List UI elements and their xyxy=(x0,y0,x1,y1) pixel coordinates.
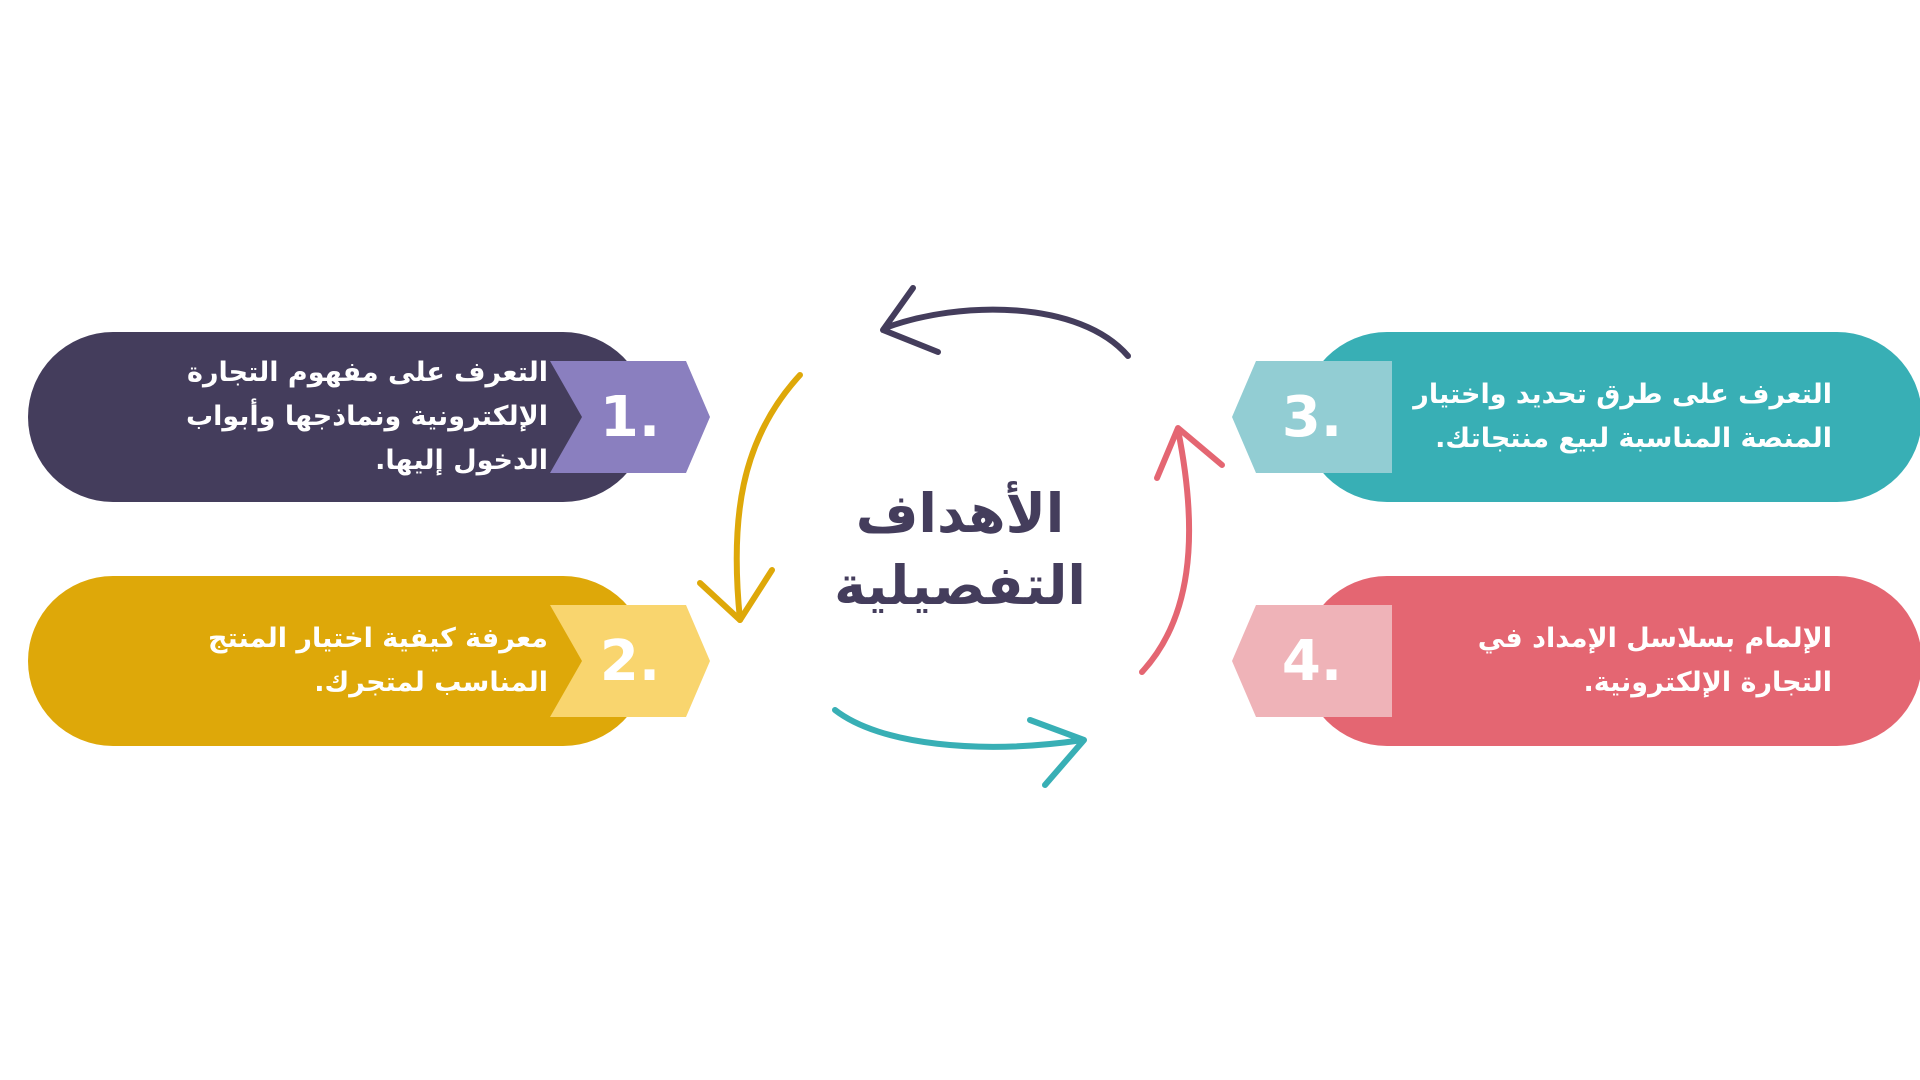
arrow-top xyxy=(880,285,1131,359)
arrow-left xyxy=(697,372,803,623)
title-line-2: التفصيلية xyxy=(834,554,1086,617)
goal-3-line-2: المنصة المناسبة لبيع منتجاتك. xyxy=(1435,423,1832,454)
goal-card-3: التعرف على طرق تحديد واختيار المنصة المن… xyxy=(1302,332,1920,502)
title-line-1: الأهداف xyxy=(855,482,1065,545)
goal-number-badge-4: 4. xyxy=(1232,605,1392,717)
arrow-right xyxy=(1139,425,1225,675)
goal-4-line-1: الإلمام بسلاسل الإمداد في xyxy=(1477,623,1832,654)
goal-3-line-1: التعرف على طرق تحديد واختيار xyxy=(1413,379,1832,410)
goal-card-4: الإلمام بسلاسل الإمداد في التجارة الإلكت… xyxy=(1302,576,1920,746)
goal-card-1: التعرف على مفهوم التجارة الإلكترونية ونم… xyxy=(28,332,648,502)
goal-text-3: التعرف على طرق تحديد واختيار المنصة المن… xyxy=(1413,332,1832,502)
goal-4-line-2: التجارة الإلكترونية. xyxy=(1583,667,1832,698)
goal-1-line-2: الإلكترونية ونماذجها وأبواب xyxy=(185,401,548,432)
arrow-bottom xyxy=(832,707,1087,788)
goal-card-2: معرفة كيفية اختيار المنتج المناسب لمتجرك… xyxy=(28,576,648,746)
goal-1-line-1: التعرف على مفهوم التجارة xyxy=(187,357,548,388)
goal-text-4: الإلمام بسلاسل الإمداد في التجارة الإلكت… xyxy=(1442,576,1832,746)
goal-text-2: معرفة كيفية اختيار المنتج المناسب لمتجرك… xyxy=(108,576,548,746)
goal-text-1: التعرف على مفهوم التجارة الإلكترونية ونم… xyxy=(108,332,548,502)
goal-1-line-3: الدخول إليها. xyxy=(375,445,548,476)
goal-2-line-1: معرفة كيفية اختيار المنتج xyxy=(208,623,548,654)
goal-2-line-2: المناسب لمتجرك. xyxy=(314,667,548,698)
goal-number-badge-3: 3. xyxy=(1232,361,1392,473)
diagram-title: الأهداف التفصيلية xyxy=(770,470,1150,630)
